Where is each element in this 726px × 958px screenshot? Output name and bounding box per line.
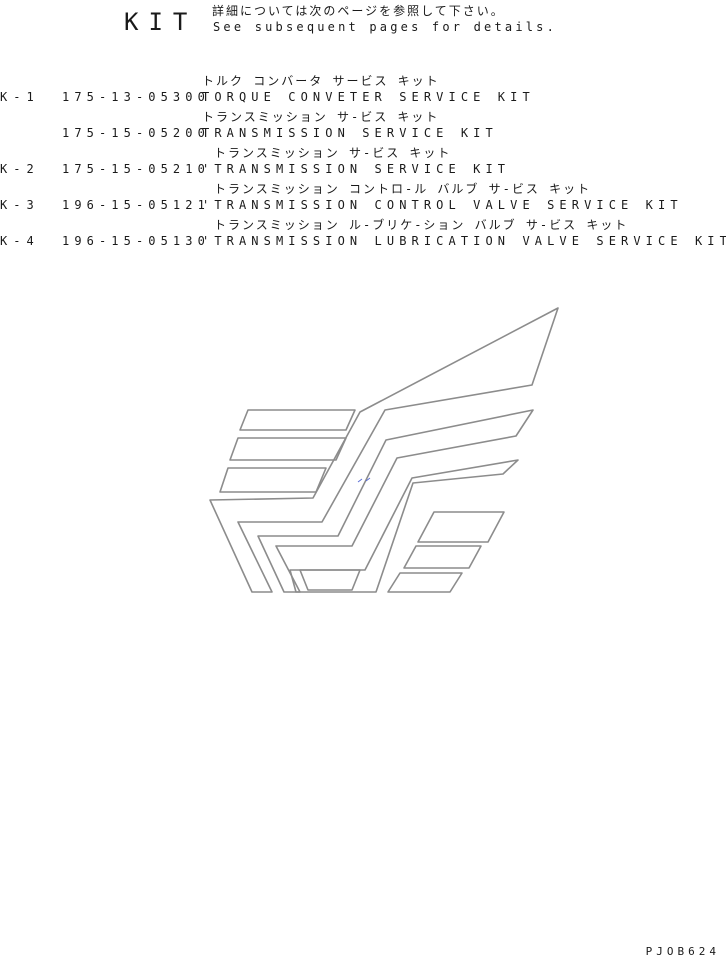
kit-number: K-4	[0, 234, 40, 248]
kit-name-japanese: トランスミッション ル-ブリケ-ション バルブ サ-ビス キット	[214, 218, 629, 232]
kit-name: 'TRANSMISSION SERVICE KIT	[202, 162, 511, 176]
details-note-english: See subsequent pages for details.	[213, 20, 558, 34]
kit-name-japanese: トルク コンバータ サービス キット	[202, 74, 440, 88]
kit-name: TRANSMISSION SERVICE KIT	[202, 126, 498, 140]
page-title: KIT	[124, 8, 198, 36]
logo-accent-mark	[357, 477, 371, 483]
kit-row-japanese: トランスミッション コントロ-ル バルブ サ-ビス キット	[0, 180, 726, 198]
kit-number: K-3	[0, 198, 40, 212]
kit-logo-graphic	[209, 307, 559, 593]
kit-row: K-2 175-15-05210'TRANSMISSION SERVICE KIT	[0, 162, 726, 180]
kit-number: K-2	[0, 162, 40, 176]
kit-row-japanese: トランスミッション サ-ビス キット	[0, 108, 726, 126]
part-number: 196-15-05130	[62, 234, 210, 248]
kit-name-japanese: トランスミッション サ-ビス キット	[214, 146, 452, 160]
part-number: 175-15-05210	[62, 162, 210, 176]
kit-number: K-1	[0, 90, 40, 104]
kit-name: TORQUE CONVETER SERVICE KIT	[202, 90, 535, 104]
part-number: 175-15-05200	[62, 126, 210, 140]
kit-row: K-4 196-15-05130'TRANSMISSION LUBRICATION…	[0, 234, 726, 252]
kit-name: 'TRANSMISSION CONTROL VALVE SERVICE KIT	[202, 198, 683, 212]
kit-row-japanese: トランスミッション ル-ブリケ-ション バルブ サ-ビス キット	[0, 216, 726, 234]
kit-row-japanese: トルク コンバータ サービス キット	[0, 72, 726, 90]
part-number: 196-15-05121	[62, 198, 210, 212]
drawing-code: PJOB624	[645, 945, 720, 958]
details-note-japanese: 詳細については次のページを参照して下さい。	[212, 4, 505, 18]
kit-name: 'TRANSMISSION LUBRICATION VALVE SERVICE …	[202, 234, 726, 248]
kit-name-japanese: トランスミッション コントロ-ル バルブ サ-ビス キット	[214, 182, 592, 196]
logo-outline	[209, 307, 559, 593]
part-number: 175-13-05300	[62, 90, 210, 104]
kit-name-japanese: トランスミッション サ-ビス キット	[202, 110, 440, 124]
kit-row-japanese: トランスミッション サ-ビス キット	[0, 144, 726, 162]
kit-row: K-3 196-15-05121'TRANSMISSION CONTROL VAL…	[0, 198, 726, 216]
